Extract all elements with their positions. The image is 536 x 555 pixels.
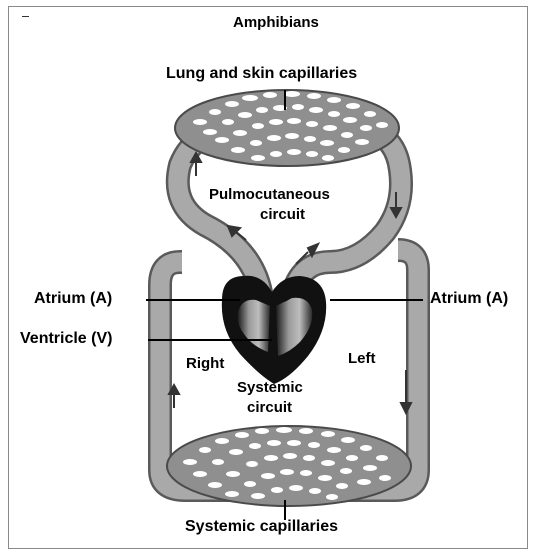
- lung-skin-capillaries-label: Lung and skin capillaries: [166, 65, 357, 83]
- heart: [222, 276, 326, 384]
- systemic-capillaries-label: Systemic capillaries: [185, 518, 338, 536]
- ventricle-label: Ventricle (V): [20, 330, 112, 348]
- systemic-circuit-label-line2: circuit: [247, 399, 292, 416]
- systemic-circuit-label-line1: Systemic: [237, 379, 303, 396]
- lung-capillary-bed: [175, 90, 399, 166]
- pulmocutaneous-circuit-label-line2: circuit: [260, 206, 305, 223]
- left-side-label: Left: [348, 350, 376, 367]
- atrium-label-left-atrium: Atrium (A): [430, 290, 508, 308]
- diagram-title: Amphibians: [233, 14, 319, 31]
- right-side-label: Right: [186, 355, 224, 372]
- atrium-label-right-atrium: Atrium (A): [34, 290, 112, 308]
- systemic-capillary-bed: [167, 426, 411, 506]
- pulmocutaneous-circuit-label-line1: Pulmocutaneous: [209, 186, 330, 203]
